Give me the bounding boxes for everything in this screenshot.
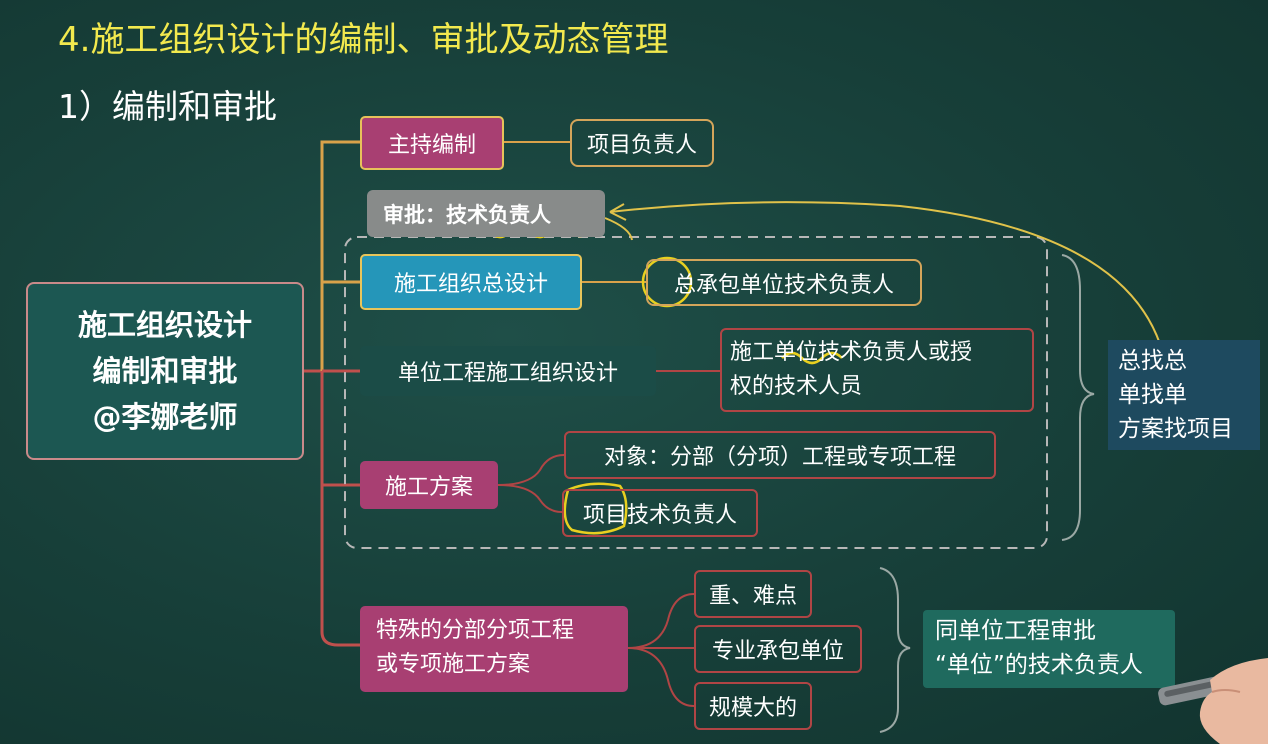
- section-subtitle: 1）编制和审批: [58, 87, 277, 126]
- root-line-1: 施工组织设计: [77, 308, 252, 342]
- special-plan-node: 特殊的分部分项工程 或专项施工方案: [360, 606, 628, 692]
- mnemonic-note: 总找总 单找单 方案找项目: [1108, 340, 1260, 450]
- root-line-2: 编制和审批: [92, 354, 238, 388]
- construction-plan-approver: 项目技术负责人: [562, 489, 758, 537]
- presenter-hand-image: [1158, 658, 1268, 744]
- unit-design-node: 单位工程施工组织设计: [360, 346, 656, 396]
- special-note-line-1: 同单位工程审批: [935, 618, 1096, 644]
- construction-plan-object: 对象：分部（分项）工程或专项工程: [564, 431, 996, 479]
- special-line-2: 或专项施工方案: [376, 652, 531, 677]
- special-item-large-scale: 规模大的: [694, 682, 812, 730]
- special-item-difficult: 重、难点: [694, 570, 812, 618]
- mnemonic-line-2: 单找单: [1118, 382, 1187, 408]
- unit-approver-line-2: 权的技术人员: [730, 374, 863, 399]
- special-line-1: 特殊的分部分项工程: [376, 618, 575, 643]
- construction-plan-node: 施工方案: [360, 461, 498, 509]
- general-design-approver: 总承包单位技术负责人: [646, 259, 922, 306]
- mnemonic-line-1: 总找总: [1118, 348, 1187, 374]
- general-design-node: 施工组织总设计: [360, 254, 582, 310]
- preparation-node: 主持编制: [360, 116, 504, 170]
- root-node: 施工组织设计 编制和审批 @李娜老师: [26, 282, 304, 460]
- page-title: 4.施工组织设计的编制、审批及动态管理: [58, 20, 669, 60]
- unit-approver-line-1: 施工单位技术负责人或授: [730, 340, 973, 365]
- preparation-responsible: 项目负责人: [570, 119, 714, 167]
- special-note-line-2: “单位”的技术负责人: [935, 652, 1143, 678]
- approval-node: 审批：技术负责人: [367, 190, 605, 237]
- special-item-subcontractor: 专业承包单位: [694, 625, 862, 673]
- mnemonic-line-3: 方案找项目: [1118, 416, 1233, 442]
- root-line-3: @李娜老师: [92, 400, 238, 434]
- special-approval-note: 同单位工程审批 “单位”的技术负责人: [923, 610, 1175, 688]
- unit-design-approver: 施工单位技术负责人或授 权的技术人员: [720, 328, 1034, 412]
